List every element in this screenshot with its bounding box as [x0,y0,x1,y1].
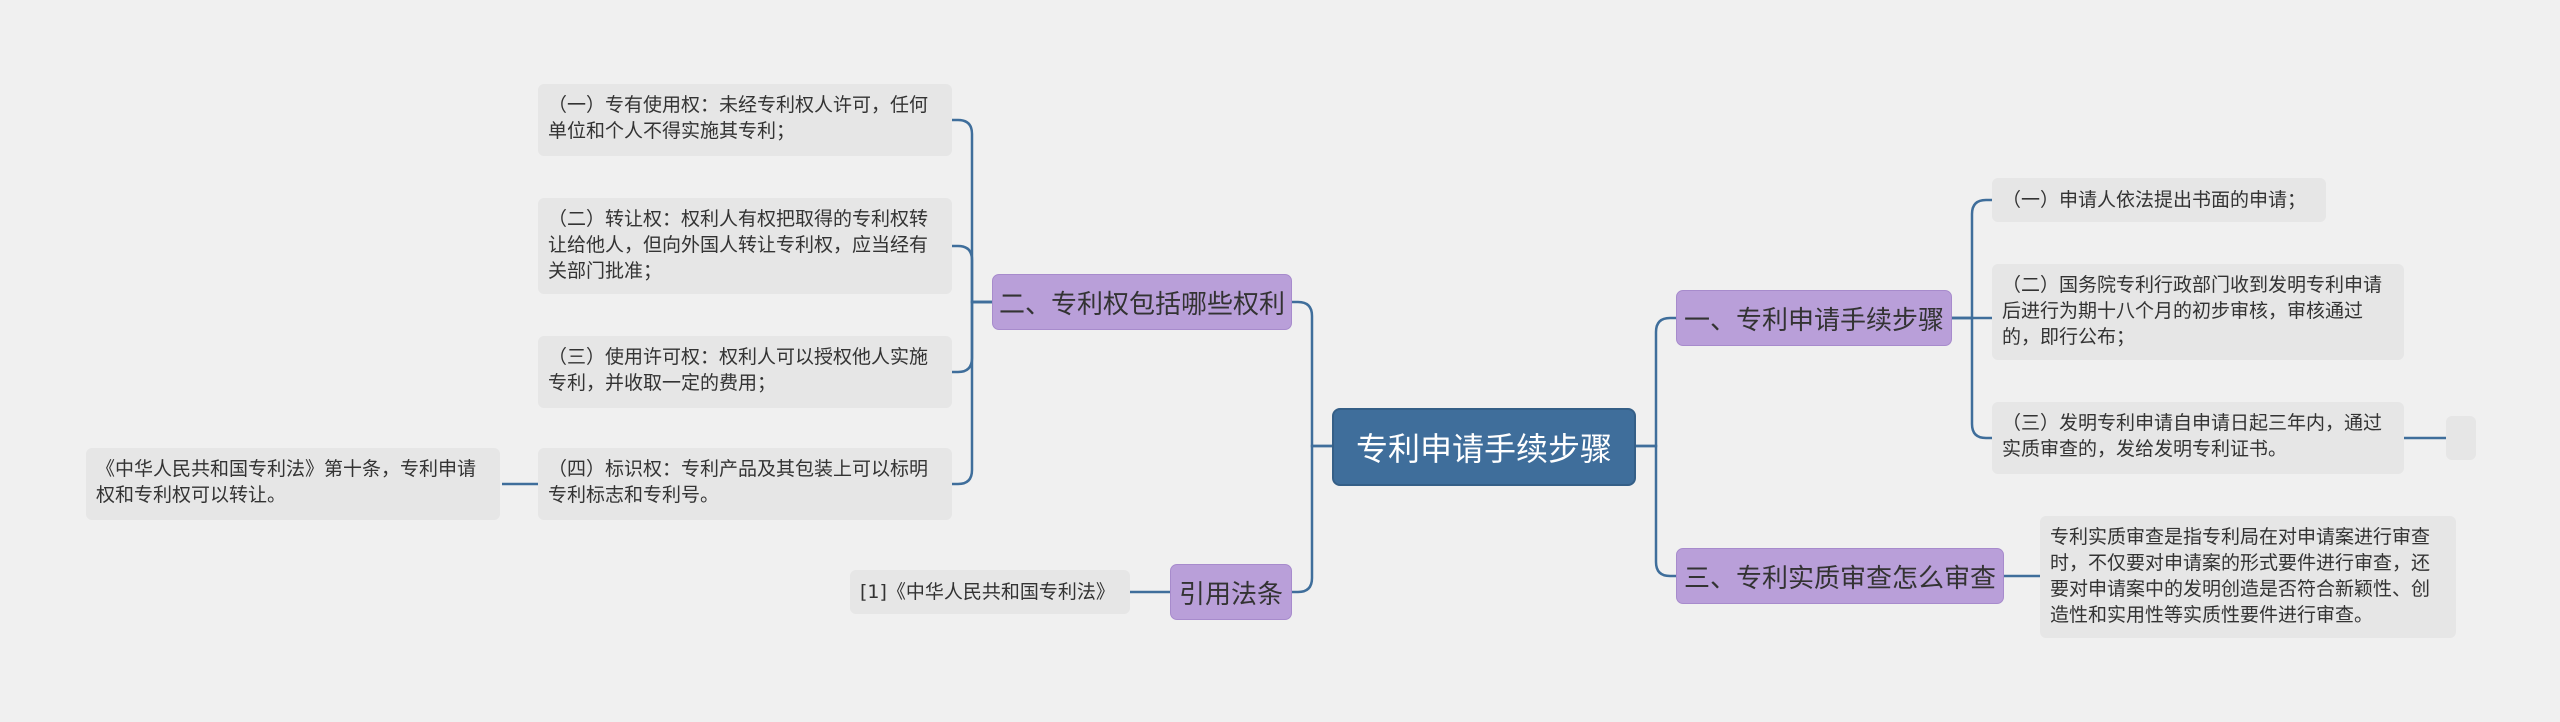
link-rights-item2 [952,244,992,304]
leaf-rights-license[interactable]: （三）使用许可权：权利人可以授权他人实施专利，并收取一定的费用； [538,336,952,408]
branch-law-label: 引用法条 [1178,579,1283,610]
leaf-text: （二）国务院专利行政部门收到发明专利申请后进行为期十八个月的初步审核，审核通过的… [2002,274,2383,348]
branch-rights-label: 二、专利权包括哪些权利 [998,289,1285,320]
leaf-rights-exclusive-use[interactable]: （一）专有使用权：未经专利权人许可，任何单位和个人不得实施其专利； [538,84,952,156]
link-root-rights [1292,300,1332,448]
leaf-text: （三）发明专利申请自申请日起三年内，通过实质审查的，发给发明专利证书。 [2002,412,2383,460]
leaf-text: （一）专有使用权：未经专利权人许可，任何单位和个人不得实施其专利； [548,94,929,142]
root-topic[interactable]: 专利申请手续步骤 [1332,408,1636,486]
link-root-law [1292,444,1332,594]
leaf-steps-empty-child[interactable] [2446,416,2476,460]
link-rights-item4 [952,300,992,486]
branch-review[interactable]: 三、专利实质审查怎么审查 [1676,548,2004,604]
leaf-law-reference[interactable]: [1]《中华人民共和国专利法》 [850,570,1130,614]
leaf-rights-law-note[interactable]: 《中华人民共和国专利法》第十条，专利申请权和专利权可以转让。 [86,448,500,520]
leaf-rights-transfer[interactable]: （二）转让权：权利人有权把取得的专利权转让给他人，但向外国人转让专利权，应当经有… [538,198,952,294]
branch-steps-label: 一、专利申请手续步骤 [1683,305,1944,336]
leaf-text: （四）标识权：专利产品及其包装上可以标明专利标志和专利号。 [548,458,929,506]
leaf-steps-preliminary-review[interactable]: （二）国务院专利行政部门收到发明专利申请后进行为期十八个月的初步审核，审核通过的… [1992,264,2404,360]
leaf-steps-certificate[interactable]: （三）发明专利申请自申请日起三年内，通过实质审查的，发给发明专利证书。 [1992,402,2404,474]
leaf-text: 专利实质审查是指专利局在对申请案进行审查时，不仅要对申请案的形式要件进行审查，还… [2050,526,2431,626]
branch-law[interactable]: 引用法条 [1170,564,1292,620]
leaf-review-definition[interactable]: 专利实质审查是指专利局在对申请案进行审查时，不仅要对申请案的形式要件进行审查，还… [2040,516,2456,638]
leaf-text: 《中华人民共和国专利法》第十条，专利申请权和专利权可以转让。 [96,458,477,506]
leaf-text: （二）转让权：权利人有权把取得的专利权转让给他人，但向外国人转让专利权，应当经有… [548,208,929,282]
leaf-steps-application[interactable]: （一）申请人依法提出书面的申请； [1992,178,2326,222]
link-root-steps [1636,316,1676,448]
branch-review-label: 三、专利实质审查怎么审查 [1683,563,1996,594]
leaf-text: （三）使用许可权：权利人可以授权他人实施专利，并收取一定的费用； [548,346,929,394]
link-root-review [1636,444,1676,578]
leaf-text: [1]《中华人民共和国专利法》 [860,581,1115,603]
branch-rights[interactable]: 二、专利权包括哪些权利 [992,274,1292,330]
root-topic-label: 专利申请手续步骤 [1355,430,1612,468]
link-steps-item3 [1952,316,1992,440]
leaf-rights-marking[interactable]: （四）标识权：专利产品及其包装上可以标明专利标志和专利号。 [538,448,952,520]
link-rights-item1 [952,118,992,304]
leaf-text: （一）申请人依法提出书面的申请； [2002,189,2307,211]
branch-steps[interactable]: 一、专利申请手续步骤 [1676,290,1952,346]
link-steps-item1 [1952,198,1992,320]
